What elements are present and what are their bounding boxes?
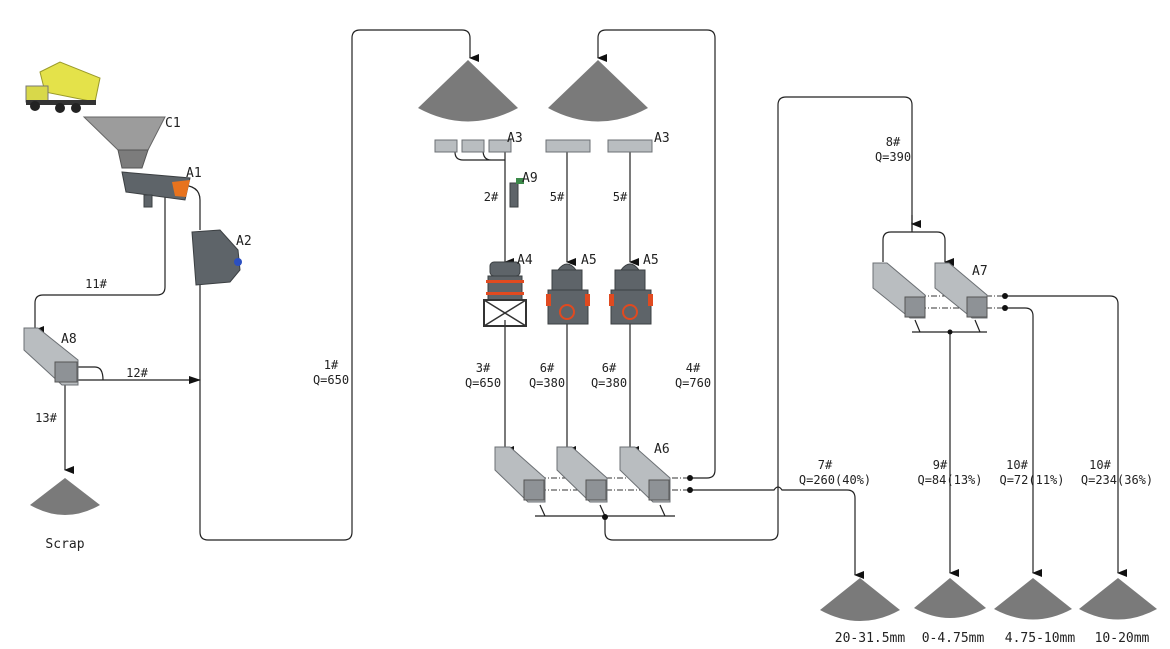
screen-a6-2-icon [556,446,608,503]
magnet-a9-icon [509,178,524,208]
label-a6: A6 [654,442,670,457]
stream-10b-flow: Q=234(36%) [1081,473,1153,487]
stream-5a-label: 5# [550,190,565,204]
stream-11-line [34,192,166,334]
product-label-0-4: 0-4.75mm [922,631,985,646]
stream-5b-label: 5# [613,190,628,204]
a8-loop-line [75,366,104,381]
product-label-4-10: 4.75-10mm [1005,631,1076,646]
stream-4-line [597,29,716,479]
product-pile-0-4-icon [914,578,986,618]
stream-12-label: 12# [126,366,148,380]
stream-1-flow: Q=650 [313,373,349,387]
label-a8: A8 [61,332,77,347]
stream-3-flow: Q=650 [465,376,501,390]
junction-dot [687,487,693,493]
product-pile-10-20-icon [1079,578,1157,620]
cone-crusher-a5-left-icon [546,263,590,325]
stream-6b-label: 6# [602,361,617,375]
label-a3-left: A3 [507,131,523,146]
stream-4-label: 4# [686,361,701,375]
stream-3-label: 3# [476,361,491,375]
screen-a7-1-icon [872,262,926,319]
stream-8-flow: Q=390 [875,150,911,164]
product-pile-20-31-icon [820,578,900,621]
stream-9-label: 9# [933,458,948,472]
stream-10a-label: 10# [1006,458,1028,472]
junction-dot [602,514,608,520]
screen-a8-icon [23,327,79,386]
stream-7-flow: Q=260(40%) [799,473,871,487]
screen-a6-3-icon [619,446,671,503]
label-a5-left: A5 [581,253,597,268]
label-a7: A7 [972,264,988,279]
stream-10a-flow: Q=72(11%) [999,473,1064,487]
product-label-10-20: 10-20mm [1095,631,1150,646]
label-a9: A9 [522,171,538,186]
stream-8-label: 8# [886,135,901,149]
junction-dot [687,475,693,481]
scrap-label: Scrap [45,537,84,552]
label-c1: C1 [165,116,181,131]
a7-split-line [882,222,945,262]
junction-dot [947,329,953,335]
junction-dot [1002,293,1008,299]
stream-7-line [690,486,864,579]
stockpile-1-icon [418,60,518,122]
stream-8-line [604,96,913,541]
label-a3-right: A3 [654,131,670,146]
cone-crusher-a4-icon [483,261,527,327]
junction-dot [1002,305,1008,311]
stream-2-label: 2# [484,190,499,204]
stream-10b-line [1005,295,1127,577]
label-a4: A4 [517,253,533,268]
flow-lines [34,29,1127,579]
stream-6a-flow: Q=380 [529,376,565,390]
stream-13-label: 13# [35,411,57,425]
stream-10a-line [1005,307,1042,577]
stream-7-label: 7# [818,458,833,472]
label-a2: A2 [236,234,252,249]
stream-1-label: 1# [324,358,339,372]
stream-6b-flow: Q=380 [591,376,627,390]
hopper-c1-icon [82,116,166,169]
jaw-crusher-a2-icon [191,229,242,286]
feeder-a1-icon [121,171,191,208]
cone-crusher-a5-right-icon [609,263,653,325]
stream-11-label: 11# [85,277,107,291]
stockpile-2-icon [548,60,648,122]
product-label-20-31: 20-31.5mm [835,631,906,646]
vibrating-feeders-a3-right-icon [545,139,653,153]
product-pile-4-10-icon [994,578,1072,620]
stream-4-flow: Q=760 [675,376,711,390]
scrap-pile-icon [30,478,100,515]
stream-1-line [199,29,479,541]
label-a5-right: A5 [643,253,659,268]
stream-6a-label: 6# [540,361,555,375]
stream-10b-label: 10# [1089,458,1111,472]
dump-truck-icon [25,61,101,113]
label-a1: A1 [186,166,202,181]
stream-9-flow: Q=84(13%) [917,473,982,487]
vibrating-feeders-a3-left-icon [434,139,512,153]
screen-a6-1-icon [494,446,546,503]
screen-a7-2-icon [934,262,988,319]
